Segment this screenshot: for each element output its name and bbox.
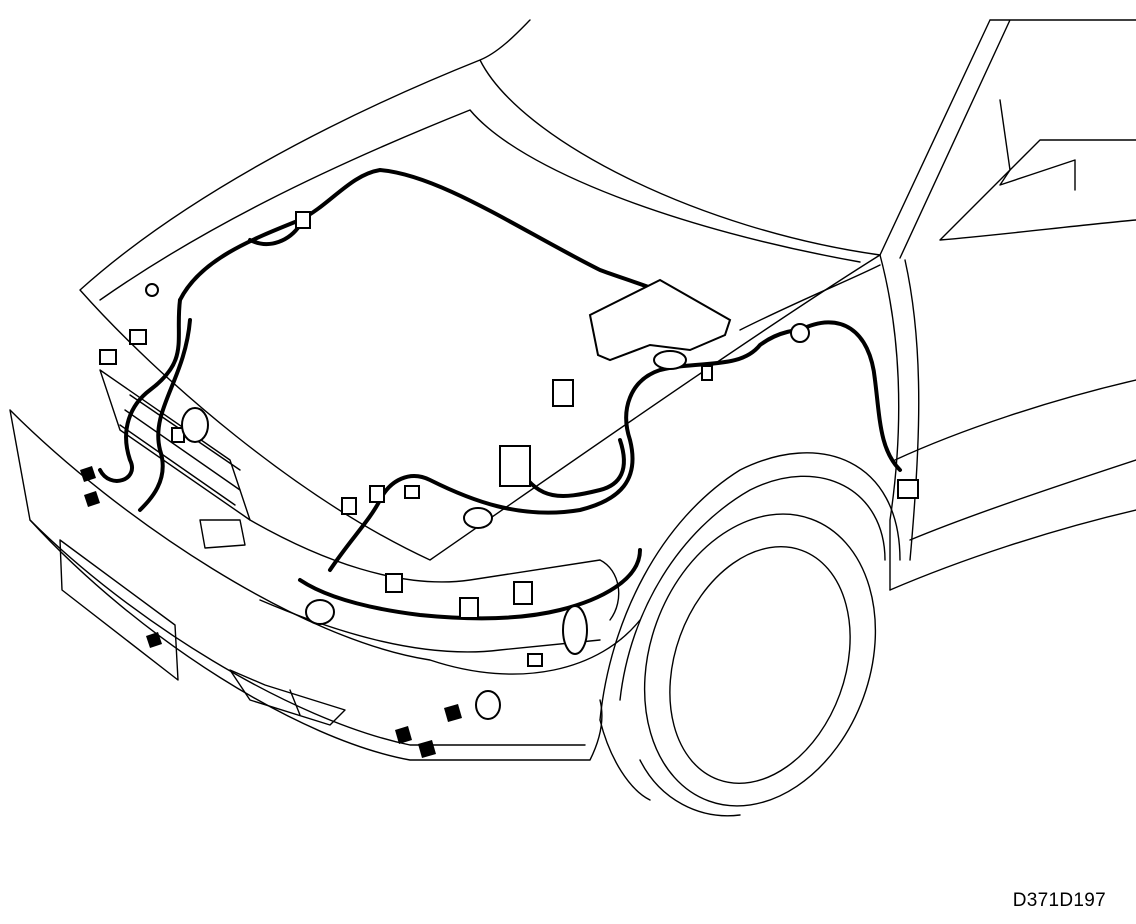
bumper-lower-lip [30, 520, 585, 745]
ground-point-lower-b [395, 726, 412, 744]
tire-tread [600, 720, 740, 816]
connector-center-a [553, 380, 573, 406]
connector-left-upper [146, 284, 158, 296]
front-tire-inner [638, 521, 881, 808]
windshield-frame [880, 20, 1136, 258]
wheel-arch-inner [620, 476, 885, 700]
ground-point-left-b [84, 491, 100, 507]
connector-headlamp-c [514, 582, 532, 604]
interior-seat [1000, 100, 1075, 190]
hood-crease [100, 110, 860, 300]
connector-left-b [100, 350, 116, 364]
horn-left [182, 408, 208, 442]
connector-left-a [130, 330, 146, 344]
connectors [80, 212, 918, 758]
connector-headlamp-b [460, 598, 478, 618]
drawing-code-label: D371D197 [1012, 890, 1106, 911]
side-marker-connector [898, 480, 918, 498]
sensor-center [464, 508, 492, 528]
washer-tank [590, 280, 730, 360]
front-grille [100, 370, 250, 548]
front-bumper [10, 410, 640, 760]
wheel-arch [600, 453, 900, 720]
harness-mid [330, 330, 800, 570]
harness-left-branch [100, 300, 180, 481]
harness-lower [300, 550, 640, 618]
lower-grille [230, 670, 345, 725]
ground-point-lower-a [444, 704, 462, 722]
wiring-harness [100, 170, 900, 618]
license-plate [60, 540, 178, 680]
door-line [890, 380, 1136, 590]
headlamp-socket [306, 600, 334, 624]
harness-right [800, 322, 900, 470]
connector-hood-top [296, 212, 310, 228]
connector-center-d [342, 498, 356, 514]
harness-center [520, 440, 624, 496]
front-tire [605, 481, 914, 838]
ground-point-lower-c [418, 740, 436, 758]
headlight [250, 520, 619, 652]
horn-right [476, 691, 500, 719]
connector-fog [528, 654, 542, 666]
ground-point-left [80, 466, 96, 482]
washer-tank-cap [654, 351, 686, 369]
fender-outline [740, 255, 919, 590]
connector-center-e [405, 486, 419, 498]
fog-lamp-unit [563, 606, 587, 654]
connector-center-c [370, 486, 384, 502]
grille-slats [120, 395, 240, 505]
ground-point-bumper [146, 632, 162, 648]
harness-upper-connector [250, 225, 300, 244]
hood-outline [80, 20, 880, 560]
connector-headlamp-a [386, 574, 402, 592]
grommet-fender [791, 324, 809, 342]
harness-main-rear [180, 170, 720, 330]
connector-washer [702, 366, 712, 380]
harness-left-down [140, 320, 190, 510]
car-body-outline [10, 20, 1136, 839]
connector-center-b [500, 446, 530, 486]
